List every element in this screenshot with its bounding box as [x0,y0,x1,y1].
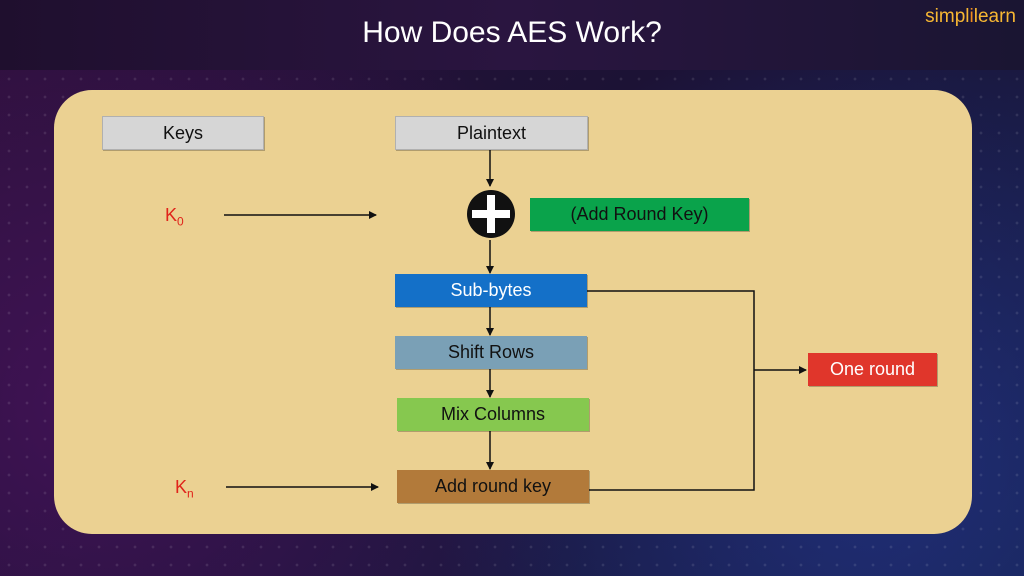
kn-subscript: n [187,486,194,501]
simplilearn-logo: simplilearn [925,6,1016,28]
k0-label: K0 [165,205,184,229]
keys-box: Keys [102,116,264,150]
kn-label: Kn [175,477,194,501]
mix-columns-box: Mix Columns [397,398,589,431]
k0-subscript: 0 [177,214,184,229]
k0-base: K [165,205,178,225]
logo-text-bar: i [969,6,974,27]
logo-text-right: learn [973,6,1016,27]
title-band [0,0,1024,70]
one-round-bracket [587,290,755,491]
shift-rows-box: Shift Rows [395,336,587,369]
add-round-key-box: Add round key [397,470,589,503]
logo-text-left: simpl [925,6,970,27]
diagram-panel [54,90,972,534]
plaintext-box: Plaintext [395,116,588,150]
add-round-key-note-box: (Add Round Key) [530,198,749,231]
sub-bytes-box: Sub-bytes [395,274,587,307]
xor-icon [467,190,515,238]
one-round-box: One round [808,353,937,386]
kn-base: K [175,477,188,497]
page-title: How Does AES Work? [362,16,662,49]
